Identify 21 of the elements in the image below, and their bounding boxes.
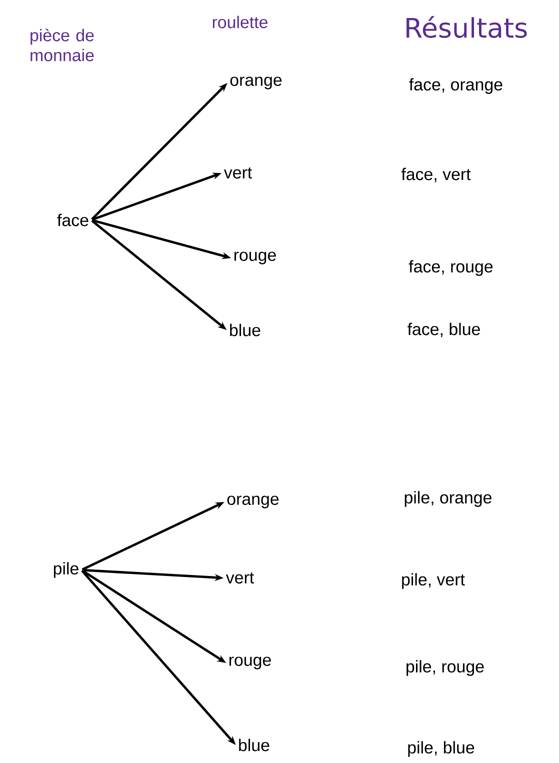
branch-label: orange [227,496,279,508]
result-label: face, orange [409,78,502,94]
result-label: pile, vert [402,573,465,589]
result-label: pile, blue [408,741,474,757]
column-header: roulette [212,16,268,28]
result-label: face, rouge [408,260,493,276]
branch-label: rouge [234,252,276,264]
result-label: pile, rouge [406,660,484,676]
branch-label: vert [224,167,252,179]
result-label: face, vert [401,168,471,182]
branch-label: orange [230,76,282,90]
branch-label: blue [239,738,270,752]
column-header: pièce de monnaie [30,28,94,62]
branch-label: blue [230,324,260,336]
result-label: pile, orange [404,491,492,507]
result-label: face, blue [408,322,480,338]
branch-label: vert [226,572,254,584]
branch-label: face [57,214,88,226]
branch-label: rouge [229,656,271,670]
column-header: Résultats [406,16,527,38]
branch-label: pile [54,562,78,578]
